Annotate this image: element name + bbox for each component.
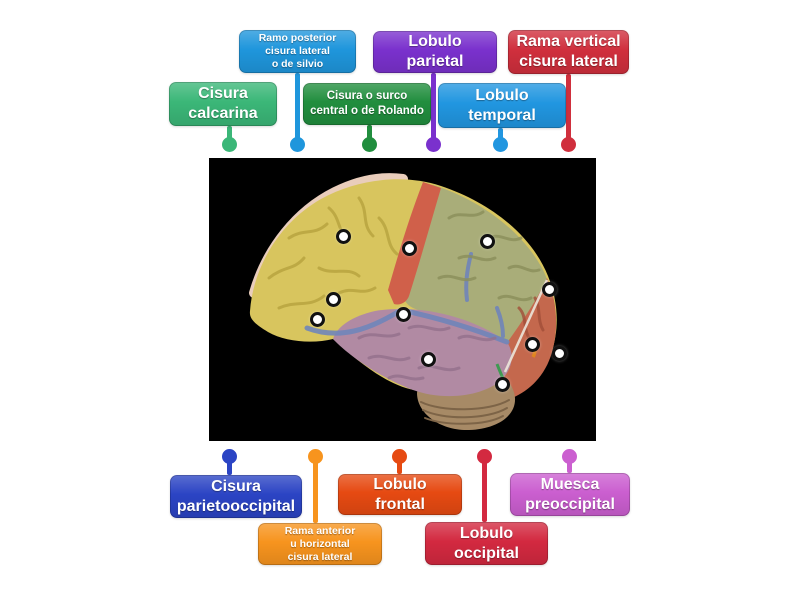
pin-stem [565, 74, 571, 144]
frontal-gyri [267, 196, 399, 310]
pin-stem [312, 456, 318, 523]
temporal-gyri [357, 324, 497, 381]
label-text: Ramo posterior cisura lateral o de silvi… [258, 32, 337, 70]
pin-stem [294, 73, 300, 144]
pin-dot [560, 136, 576, 152]
target-dot[interactable] [395, 306, 411, 322]
label-lobulo-temporal[interactable]: Lobulo temporal [438, 83, 566, 128]
label-cisura-central[interactable]: Cisura o surco central o de Rolando [303, 83, 431, 125]
target-dot[interactable] [335, 228, 351, 244]
label-text: Lobulo parietal [406, 33, 464, 70]
label-text: Lobulo temporal [468, 86, 536, 124]
label-lobulo-occipital[interactable]: Lobulo occipital [425, 522, 548, 565]
pin-stem [497, 128, 503, 144]
target-dot[interactable] [479, 233, 495, 249]
temporal-lobe [333, 309, 512, 397]
target-dot[interactable] [524, 336, 540, 352]
label-text: Rama vertical cisura lateral [516, 33, 621, 70]
target-dot[interactable] [309, 311, 325, 327]
pin-dot [289, 136, 305, 152]
brain-illustration [249, 173, 557, 431]
label-text: Cisura calcarina [188, 85, 258, 122]
target-dot[interactable] [551, 345, 567, 361]
label-muesca-preoccipital[interactable]: Muesca preoccipital [510, 473, 630, 516]
pin-stem [430, 73, 436, 144]
pin-dot [307, 448, 323, 464]
pin-stem [366, 125, 372, 144]
label-text: Muesca preoccipital [525, 475, 615, 513]
parietooccipital-line [503, 279, 549, 373]
pin-stem [481, 456, 487, 522]
target-dot[interactable] [401, 240, 417, 256]
pin-stem [226, 456, 232, 475]
target-dot[interactable] [325, 291, 341, 307]
target-dot[interactable] [541, 281, 557, 297]
label-text: Cisura o surco central o de Rolando [310, 90, 424, 117]
pin-dot [425, 136, 441, 152]
label-lobulo-frontal[interactable]: Lobulo frontal [338, 474, 462, 515]
pin-dot [361, 136, 377, 152]
parietal-lobe [402, 185, 554, 348]
pin-stem [396, 456, 402, 474]
label-rama-anterior[interactable]: Rama anterior u horizontal cisura latera… [258, 523, 382, 565]
pin-dot [476, 448, 492, 464]
cerebellum-stripes [420, 399, 510, 425]
label-rama-vertical[interactable]: Rama vertical cisura lateral [508, 30, 629, 74]
pin-dot [221, 448, 237, 464]
label-ramo-posterior[interactable]: Ramo posterior cisura lateral o de silvi… [239, 30, 356, 73]
pin-dot [221, 136, 237, 152]
pin-dot [492, 136, 508, 152]
target-dot[interactable] [420, 351, 436, 367]
label-text: Lobulo frontal [373, 475, 427, 513]
pin-dot [561, 448, 577, 464]
label-text: Cisura parietooccipital [176, 477, 296, 515]
label-text: Lobulo occipital [454, 524, 519, 562]
brain-image [209, 158, 596, 441]
target-dot[interactable] [494, 376, 510, 392]
pin-stem [566, 456, 572, 473]
label-cisura-calcarina[interactable]: Cisura calcarina [169, 82, 277, 126]
label-lobulo-parietal[interactable]: Lobulo parietal [373, 31, 497, 73]
label-cisura-parietooccipital[interactable]: Cisura parietooccipital [170, 475, 302, 518]
occipital-gyri [517, 296, 545, 340]
pin-dot [391, 448, 407, 464]
pin-stem [226, 126, 232, 144]
label-text: Rama anterior u horizontal cisura latera… [284, 524, 356, 563]
